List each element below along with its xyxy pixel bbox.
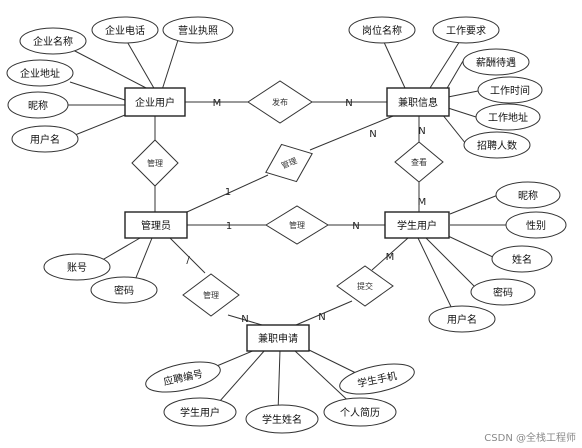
attr-admin-password: 密码 — [90, 276, 158, 304]
attribute-label: 用户名 — [447, 313, 477, 326]
cardinality-label: N — [352, 221, 359, 232]
relationship-label: 管理 — [289, 220, 305, 230]
entity-job-application: 兼职申请 — [246, 324, 310, 352]
cardinality-label: N — [345, 98, 352, 109]
entity-label: 兼职申请 — [258, 332, 298, 345]
attribute-label: 工作地址 — [488, 111, 528, 124]
entity-admin: 管理员 — [124, 211, 188, 239]
entity-label: 管理员 — [141, 219, 171, 232]
attr-resume: 个人简历 — [323, 397, 397, 427]
attribute-label: 工作时间 — [490, 84, 530, 97]
attribute-label: 企业名称 — [33, 35, 73, 48]
attr-student-nickname: 昵称 — [495, 181, 561, 209]
cardinality-label: N — [418, 126, 425, 137]
attribute-label: 姓名 — [512, 253, 532, 266]
attribute-label: 岗位名称 — [362, 24, 402, 37]
relationship-label: 发布 — [272, 97, 288, 107]
cardinality-label: M — [386, 252, 395, 263]
relationship-manage-application: 管理 — [182, 273, 240, 317]
entity-label: 学生用户 — [397, 219, 437, 232]
attribute-label: 用户名 — [30, 133, 60, 146]
attr-student-password: 密码 — [470, 278, 536, 306]
attribute-label: 昵称 — [28, 99, 48, 112]
attribute-label: 账号 — [67, 262, 87, 274]
cardinality-labels: M N 1 N N M 1 N / N M N — [186, 98, 426, 325]
cardinality-label: M — [418, 197, 427, 208]
attr-enterprise-name: 企业名称 — [19, 27, 87, 55]
attr-application-student-user: 学生用户 — [163, 397, 237, 427]
cardinality-label: M — [213, 98, 222, 109]
relationship-label: 管理 — [203, 290, 219, 300]
entity-student-user: 学生用户 — [384, 211, 450, 239]
relationship-manage-student: 管理 — [265, 205, 329, 245]
cardinality-label: N — [369, 129, 376, 140]
attribute-label: 企业地址 — [20, 67, 60, 80]
relationship-label: 查看 — [411, 157, 427, 167]
attr-work-time: 工作时间 — [477, 76, 543, 104]
attr-hiring-count: 招聘人数 — [463, 131, 531, 159]
cardinality-label: N — [241, 314, 248, 325]
attribute-label: 性别 — [526, 219, 546, 232]
relationship-label: 管理 — [147, 158, 163, 168]
connector-lines — [57, 32, 508, 414]
attribute-label: 薪酬待遇 — [476, 56, 516, 69]
attr-student-phone: 学生手机 — [339, 363, 415, 395]
relationship-manage-enterprise: 管理 — [131, 139, 179, 187]
relationship-view: 查看 — [394, 141, 444, 183]
entity-job-info: 兼职信息 — [386, 87, 450, 117]
attr-job-requirements: 工作要求 — [432, 16, 500, 44]
cardinality-label: 1 — [225, 187, 231, 198]
attr-enterprise-address: 企业地址 — [6, 59, 74, 87]
relationship-submit: 提交 — [336, 265, 394, 307]
attr-student-username: 用户名 — [428, 305, 496, 333]
relationship-manage-job: 管理 — [265, 143, 313, 183]
attribute-label: 学生姓名 — [262, 413, 302, 426]
attr-enterprise-nickname: 昵称 — [7, 91, 69, 119]
entity-label: 兼职信息 — [398, 96, 438, 109]
attribute-label: 密码 — [114, 284, 134, 297]
attr-enterprise-phone: 企业电话 — [91, 16, 159, 44]
attribute-label: 昵称 — [518, 189, 538, 202]
attribute-label: 学生用户 — [180, 406, 220, 419]
attr-enterprise-username: 用户名 — [11, 125, 79, 153]
attr-application-number: 应聘编号 — [145, 361, 221, 393]
attribute-label: 个人简历 — [340, 406, 380, 419]
attr-application-student-name: 学生姓名 — [245, 404, 319, 434]
attribute-label: 工作要求 — [446, 25, 486, 37]
attribute-label: 企业电话 — [105, 24, 145, 37]
relationship-publish: 发布 — [247, 80, 313, 124]
entity-enterprise-user: 企业用户 — [124, 87, 186, 117]
attr-student-gender: 性别 — [505, 211, 567, 239]
attribute-label: 密码 — [493, 286, 513, 299]
attribute-label: 营业执照 — [178, 24, 218, 37]
attr-work-address: 工作地址 — [475, 103, 541, 131]
attr-business-license: 营业执照 — [162, 16, 234, 44]
cardinality-label: 1 — [226, 221, 232, 232]
attribute-label: 招聘人数 — [477, 139, 517, 152]
attr-admin-account: 账号 — [43, 253, 111, 281]
cardinality-label: / — [186, 255, 190, 266]
entity-label: 企业用户 — [135, 96, 175, 109]
attr-position-name: 岗位名称 — [348, 16, 416, 44]
watermark: CSDN @全栈工程师 — [484, 431, 576, 444]
attr-salary: 薪酬待遇 — [462, 48, 530, 76]
cardinality-label: N — [318, 312, 325, 323]
attr-student-name: 姓名 — [491, 245, 553, 273]
relationship-label: 提交 — [357, 281, 373, 291]
